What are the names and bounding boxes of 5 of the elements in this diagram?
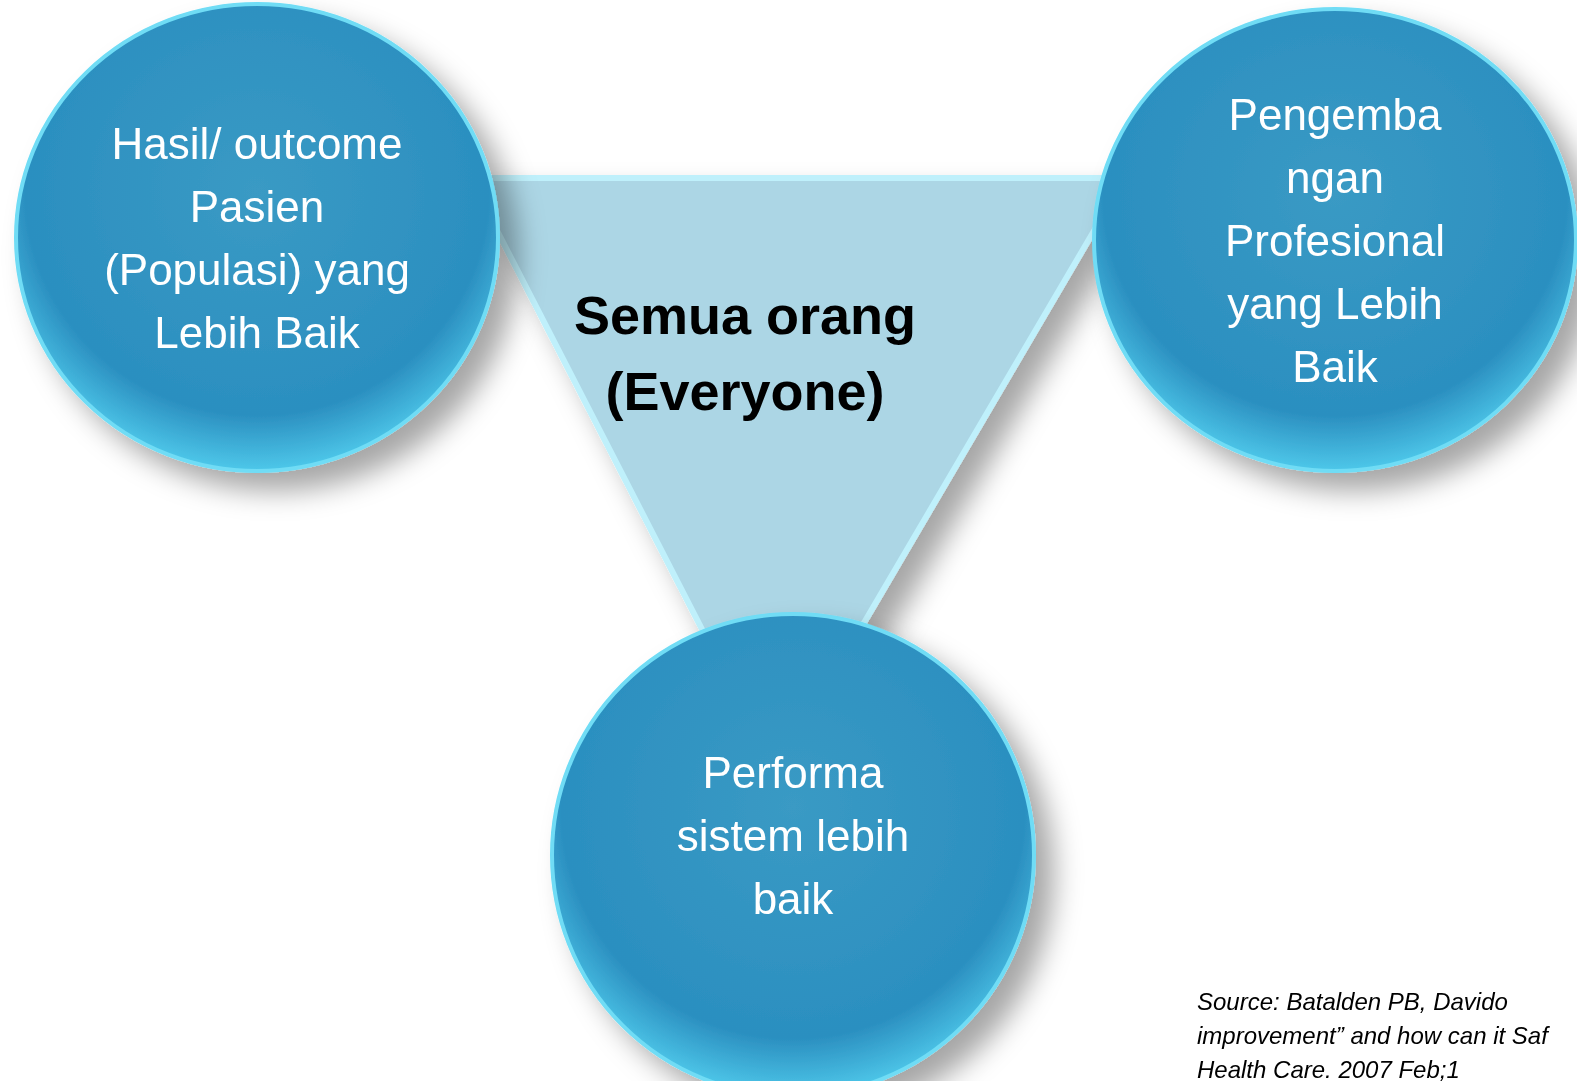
circle-label: Performa sistem lebih baik	[675, 746, 911, 925]
circle-label: Pengemba ngan Profesional yang Lebih Baik	[1223, 88, 1447, 393]
source-note: Source: Batalden PB, Davido improvement” and how can it Saf Health Care. 2007 Feb;1	[1197, 987, 1551, 1081]
center-label: Semua orang (Everyone)	[572, 284, 918, 423]
circle-label: Hasil/ outcome Pasien (Populasi) yang Lebih Baik	[103, 117, 411, 359]
